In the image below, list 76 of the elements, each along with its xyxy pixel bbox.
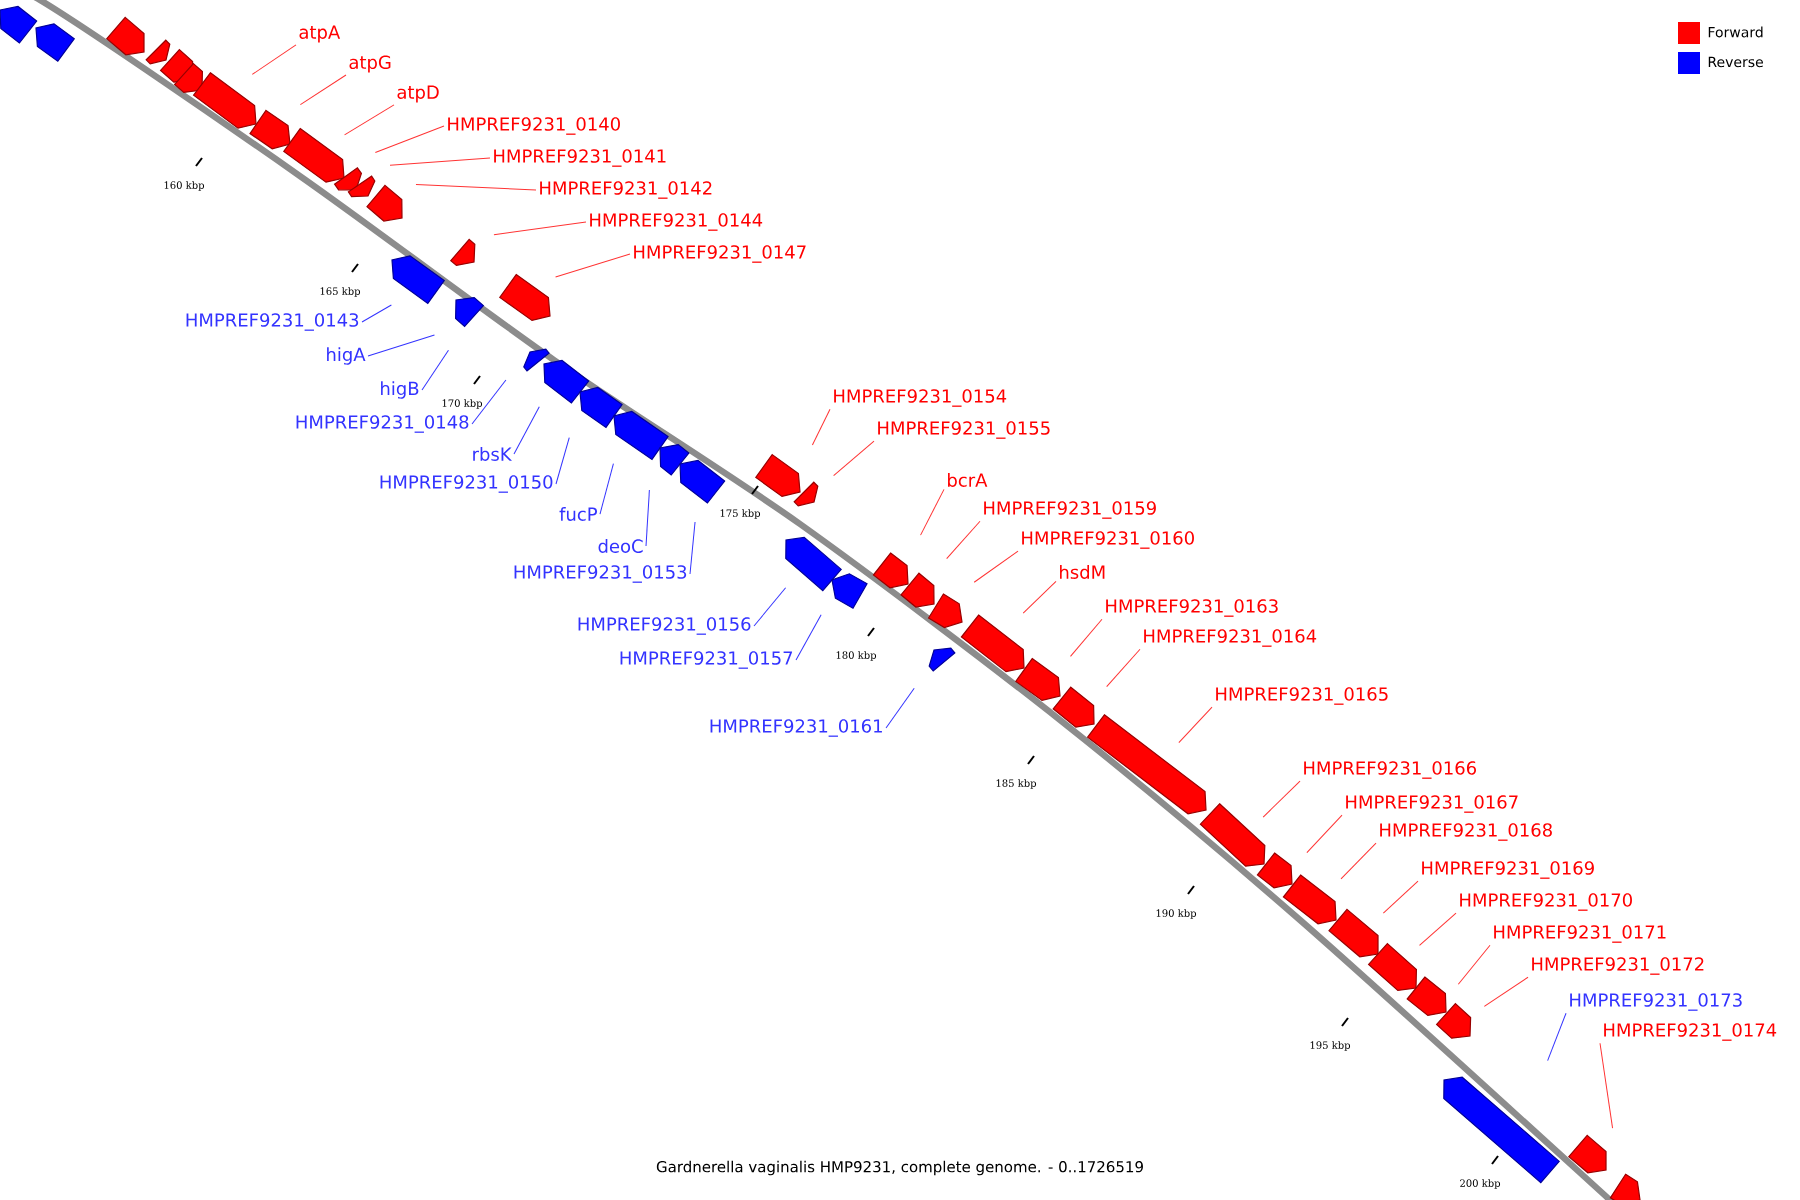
gene-label: HMPREF9231_0161 [710,719,882,737]
leader-line [689,521,696,575]
gene-label: HMPREF9231_0154 [834,389,1007,407]
leader-line [753,587,787,627]
gene-label: bcrA [948,473,988,487]
leader-line [367,334,435,357]
gene-label: atpG [349,55,391,73]
leader-line [946,520,981,560]
gene-label: deoC [598,539,643,553]
gene-label: rbsK [473,447,512,461]
gene-label: higA [327,347,366,365]
gene-label: HMPREF9231_0156 [578,617,751,635]
gene-label: HMPREF9231_0147 [634,245,806,263]
leader-line [1547,1012,1567,1062]
gene-label: HMPREF9231_0172 [1532,957,1704,975]
gene-label: HMPREF9231_0140 [448,117,620,135]
leader-line [833,440,875,477]
leader-line [1106,648,1141,688]
gene-label: atpA [299,25,341,43]
gene-label: HMPREF9231_0170 [1460,893,1632,911]
leader-line [1457,944,1491,985]
gene-label: HMPREF9231_0165 [1216,687,1388,705]
leader-line [299,74,347,106]
leader-line [1306,814,1343,854]
leader-line [555,253,631,278]
gene-label: HMPREF9231_0163 [1106,599,1278,617]
leader-line [421,349,449,391]
leader-line [1382,880,1419,914]
leader-line [645,489,650,547]
leader-line [513,406,540,455]
gene-label: HMPREF9231_0143 [186,313,359,331]
leader-line [795,614,822,661]
gene-label: HMPREF9231_0173 [1570,993,1742,1011]
gene-label: HMPREF9231_0159 [984,501,1156,519]
gene-label: HMPREF9231_0148 [296,415,469,433]
leader-line [1178,706,1213,744]
leader-line [599,463,614,515]
gene-label: higB [381,381,419,399]
leader-line [251,44,297,75]
gene-label: atpD [397,85,439,103]
gene-label: HMPREF9231_0144 [590,213,763,231]
gene-label: fucP [559,507,597,521]
gene-label: HMPREF9231_0166 [1304,761,1477,779]
gene-label: HMPREF9231_0174 [1604,1023,1777,1041]
gene-label: HMPREF9231_0167 [1346,795,1518,813]
gene-label: HMPREF9231_0157 [620,651,793,669]
gene-label: HMPREF9231_0164 [1144,629,1317,647]
gene-label: HMPREF9231_0150 [380,475,553,493]
gene-label: HMPREF9231_0142 [540,181,712,199]
leader-line [1262,780,1301,818]
leader-line [1483,976,1529,1007]
gene-label: HMPREF9231_0171 [1494,925,1666,943]
gene-label: HMPREF9231_0169 [1422,861,1594,879]
leader-line [1419,912,1457,946]
leader-line [471,379,507,425]
leader-line [374,125,445,153]
leader-line [344,104,395,136]
leader-line [1340,842,1377,880]
leader-line [811,408,831,446]
gene-label: HMPREF9231_0153 [514,565,687,583]
leader-line [920,488,945,536]
leader-line [493,221,587,236]
gene-label: hsdM [1060,565,1105,579]
leader-line [973,550,1019,583]
leader-line [885,687,915,729]
gene-label: HMPREF9231_0155 [878,421,1050,439]
leader-line [1070,618,1103,657]
leader-line [361,304,392,323]
leader-line [389,157,491,166]
gene-label: HMPREF9231_0168 [1380,823,1552,841]
leader-line [1599,1042,1614,1129]
leader-line [415,183,537,191]
gene-label: HMPREF9231_0141 [494,149,666,167]
leader-line [555,437,570,485]
gene-label: HMPREF9231_0160 [1022,531,1194,549]
leader-line [1022,580,1057,614]
